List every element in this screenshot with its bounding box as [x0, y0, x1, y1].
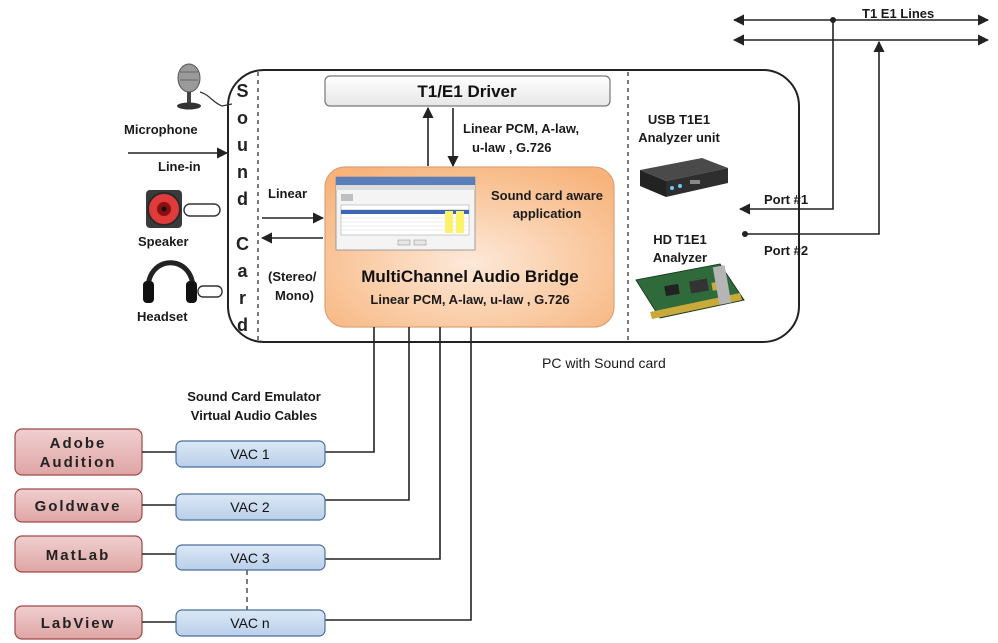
driver-label: T1/E1 Driver [417, 82, 517, 101]
emulator-line2: Virtual Audio Cables [191, 408, 317, 423]
hd-analyzer-card-icon [635, 263, 745, 319]
bridge-codecs: Linear PCM, A-law, u-law , G.726 [370, 292, 569, 307]
line-in-label: Line-in [158, 159, 201, 174]
codecs-top-line1: Linear PCM, A-law, [463, 121, 579, 136]
port2-wire [745, 40, 885, 235]
t1e1-driver-box: T1/E1 Driver [324, 75, 611, 107]
port1-wire [738, 20, 834, 215]
app-box-matlab: MatLab [14, 535, 143, 573]
port2-label: Port #2 [764, 243, 808, 258]
codecs-top-line2: u-law , G.726 [472, 140, 551, 155]
usb-analyzer-line2: Analyzer unit [638, 130, 720, 145]
vac-box-3: VAC 3 [175, 544, 326, 571]
emulator-line1: Sound Card Emulator [187, 389, 321, 404]
app-box-labview: LabView [14, 605, 143, 640]
hd-analyzer-line1: HD T1E1 [653, 232, 706, 247]
sound-card-letter: d [237, 189, 249, 209]
microphone-icon [177, 63, 233, 110]
pc-label: PC with Sound card [542, 355, 666, 371]
vac-box-1: VAC 1 [175, 440, 326, 468]
stereo-line1: (Stereo/ [268, 269, 317, 284]
app-label-line1: Sound card aware [491, 188, 603, 203]
headset-label: Headset [137, 309, 188, 324]
microphone-label: Microphone [124, 122, 198, 137]
app-label-line: Adobe [50, 435, 107, 452]
sound-card-label: S o u n d C a r d [236, 81, 250, 335]
app-screenshot [335, 176, 476, 251]
bridge-title: MultiChannel Audio Bridge [361, 267, 579, 286]
speaker-label: Speaker [138, 234, 189, 249]
port1-label: Port #1 [764, 192, 808, 207]
sound-card-letter: u [237, 135, 249, 155]
vac-box-n: VAC n [175, 609, 326, 637]
app-label-line: MatLab [46, 547, 111, 564]
vac3-connector [325, 327, 441, 560]
app-box-adobe-audition: Adobe Audition [14, 428, 143, 476]
sound-card-letter: o [237, 108, 249, 128]
vac-label: VAC n [230, 615, 269, 631]
vac2-connector [325, 327, 410, 501]
multichannel-audio-bridge: Sound card aware application MultiChanne… [324, 166, 615, 328]
linear-label: Linear [268, 186, 307, 201]
app-label-line2: application [513, 206, 582, 221]
sound-card-letter: S [236, 81, 249, 101]
vacn-connector [325, 327, 472, 621]
sound-card-letter: r [239, 288, 247, 308]
headset-icon [143, 260, 223, 303]
usb-analyzer-icon [640, 158, 728, 197]
usb-analyzer-line1: USB T1E1 [648, 112, 710, 127]
t1e1-lines-label: T1 E1 Lines [862, 6, 934, 21]
app-label-line: LabView [41, 615, 116, 632]
stereo-line2: Mono) [275, 288, 314, 303]
sound-card-letter: d [237, 315, 249, 335]
app-box-goldwave: Goldwave [14, 488, 143, 523]
junction-dot [742, 231, 748, 237]
vac-box-2: VAC 2 [175, 493, 326, 521]
app-label-line: Goldwave [35, 498, 122, 515]
sound-card-letter: C [236, 234, 250, 254]
vac-label: VAC 1 [230, 446, 270, 462]
sound-card-letter: a [237, 261, 248, 281]
sound-card-letter: n [237, 162, 249, 182]
vac-label: VAC 2 [230, 499, 270, 515]
speaker-icon [146, 190, 221, 228]
vac1-connector [325, 327, 375, 453]
hd-analyzer-line2: Analyzer [653, 250, 707, 265]
vac-label: VAC 3 [230, 550, 270, 566]
app-label-line: Audition [40, 454, 117, 471]
